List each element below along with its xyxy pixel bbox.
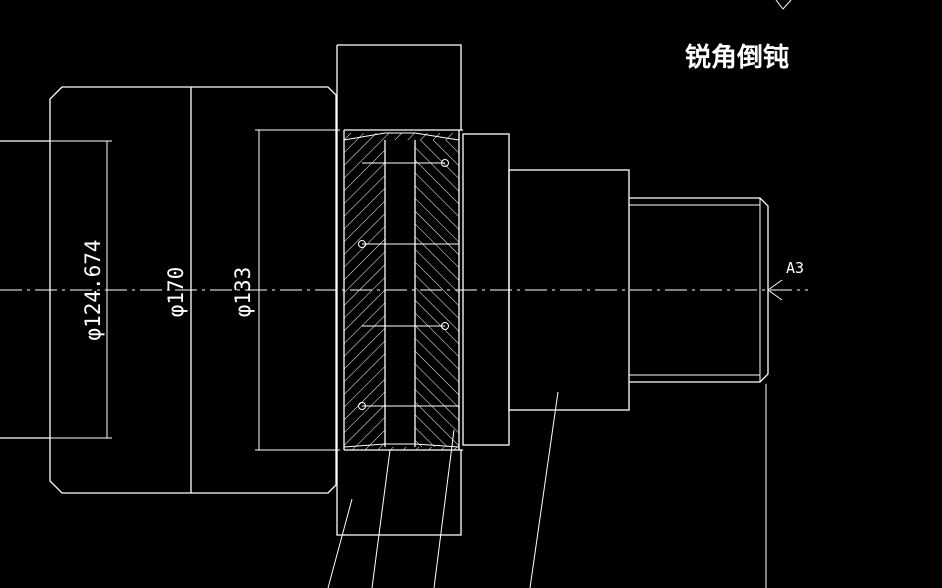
roughness-symbol-partial (775, 0, 792, 10)
step-2 (508, 169, 630, 411)
dimension-d1-label: φ124.674 (81, 239, 105, 340)
dimension-d3: φ133 (231, 129, 340, 451)
dimension-d1: φ124.674 (46, 140, 112, 439)
left-shaft-stub (0, 140, 50, 439)
main-body-outline (49, 86, 337, 494)
tie-rods (358, 159, 459, 410)
technical-note: 锐角倒钝 (685, 42, 789, 73)
sectioned-insert (343, 129, 463, 451)
leader-lines (327, 391, 559, 588)
center-hole-tag: A3 (786, 259, 804, 277)
center-hole-mark: A3 (767, 259, 804, 301)
dimension-d2-label: φ170 (164, 267, 188, 318)
clamp-ring-outline (336, 44, 462, 536)
dimension-d3-label: φ133 (231, 267, 255, 318)
